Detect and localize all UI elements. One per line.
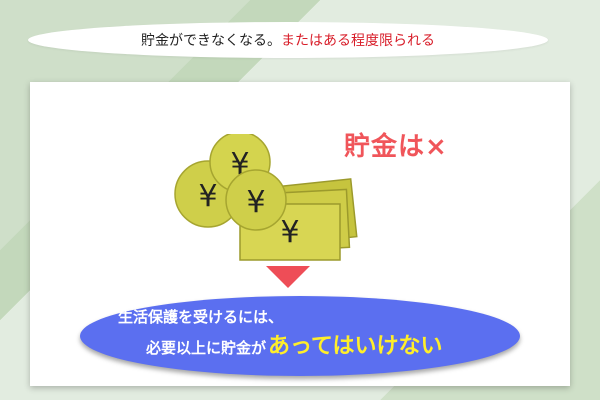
message-ellipse bbox=[80, 296, 520, 376]
top-banner: 貯金ができなくなる。 またはある程度限られる bbox=[28, 22, 548, 58]
banknote-yen-symbol: ¥ bbox=[280, 215, 299, 250]
down-arrow-icon bbox=[266, 266, 310, 288]
coin-yen-symbol-right: ¥ bbox=[246, 185, 265, 220]
top-banner-highlight: またはある程度限られる bbox=[281, 33, 435, 49]
money-illustration: ¥ ¥ ¥ ¥ bbox=[174, 134, 358, 261]
top-banner-text: 貯金ができなくなる。 bbox=[141, 33, 281, 49]
coin-yen-symbol-left: ¥ bbox=[198, 179, 217, 214]
message-line-2-prefix: 必要以上に貯金が bbox=[146, 339, 267, 357]
headline: 貯金は× bbox=[344, 132, 448, 162]
message-line-2: 必要以上に貯金が あってはいけない bbox=[146, 336, 442, 358]
yen-coin-icon: ¥ bbox=[225, 169, 287, 231]
message-emphasis: あってはいけない bbox=[268, 334, 443, 359]
message-line-1: 生活保護を受けるには、 bbox=[118, 308, 284, 326]
